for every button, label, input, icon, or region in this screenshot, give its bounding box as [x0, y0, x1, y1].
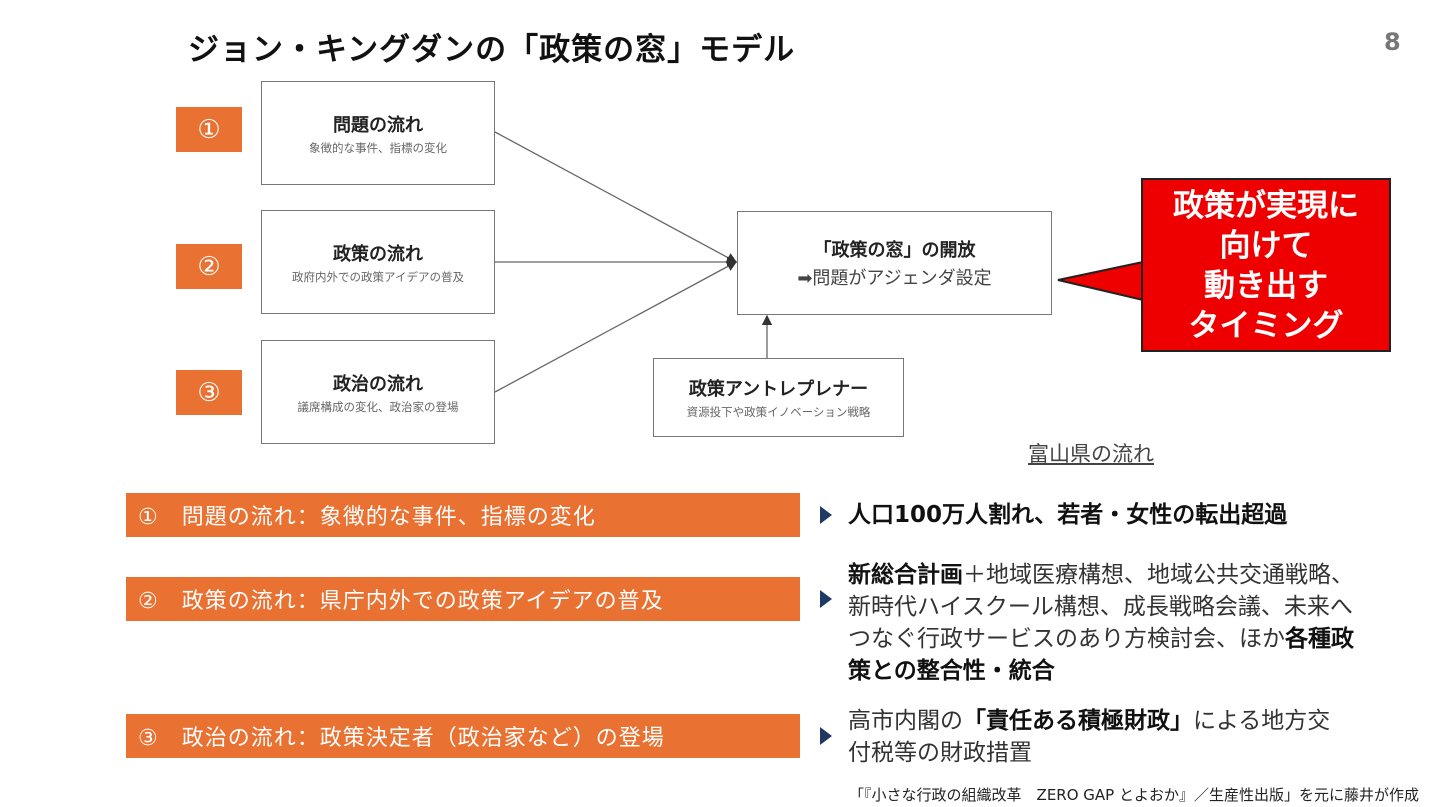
callout-line: タイミング — [1188, 308, 1344, 344]
bold-text: 新総合計画 — [848, 562, 963, 588]
callout-line: 向けて — [1219, 228, 1313, 264]
number-badge-3: ③ — [176, 370, 242, 415]
source-footer: 「『小さな行政の組織改革 ZERO GAP とよおか』／生産性出版」を元に藤井が… — [849, 786, 1419, 804]
triangle-bullet-icon — [820, 590, 832, 608]
box-title: 政策アントレプレナー — [688, 379, 869, 400]
text: 高市内閣の — [848, 708, 963, 734]
callout-pointer — [1057, 260, 1144, 302]
bar-politics: ③ 政治の流れ：政策決定者（政治家など）の登場 — [126, 714, 800, 758]
bold-text: 「責任ある積極財政」 — [963, 708, 1193, 734]
box-subtitle: 象徴的な事件、指標の変化 — [309, 140, 447, 155]
text: による地方交付税等の財政措置 — [848, 708, 1331, 766]
box-subtitle: ➡問題がアジェンダ設定 — [797, 268, 992, 289]
toyama-policy-text: 新総合計画＋地域医療構想、地域公共交通戦略、新時代ハイスクール構想、成長戦略会議… — [848, 559, 1373, 687]
policy-stream-box: 政策の流れ 政府内外での政策アイデアの普及 — [261, 210, 495, 314]
box-subtitle: 政府内外での政策アイデアの普及 — [292, 269, 464, 284]
slide-title: ジョン・キングダンの「政策の窓」モデル — [188, 32, 796, 68]
box-title: 政治の流れ — [333, 373, 423, 395]
arrow-politics — [494, 261, 738, 393]
bar-problem: ① 問題の流れ：象徴的な事件、指標の変化 — [126, 493, 800, 537]
box-title: 「政策の窓」の開放 — [813, 240, 976, 261]
toyama-heading: 富山県の流れ — [1028, 442, 1154, 466]
entrepreneur-box: 政策アントレプレナー 資源投下や政策イノベーション戦略 — [653, 358, 904, 437]
page-number: 8 — [1384, 28, 1401, 56]
arrow-problem — [494, 131, 738, 263]
problem-stream-box: 問題の流れ 象徴的な事件、指標の変化 — [261, 81, 495, 185]
box-title: 政策の流れ — [333, 243, 423, 265]
number-badge-1: ① — [176, 107, 242, 152]
box-title: 問題の流れ — [333, 114, 423, 136]
box-subtitle: 議席構成の変化、政治家の登場 — [297, 399, 459, 414]
callout-line: 動き出す — [1204, 268, 1328, 304]
triangle-bullet-icon — [820, 506, 832, 524]
text: ＋地域医療構想、地域公共交通戦略、新時代ハイスクール構想、成長戦略会議、未来へつ… — [848, 562, 1354, 652]
toyama-problem-text: 人口100万人割れ、若者・女性の転出超過 — [848, 502, 1288, 528]
box-subtitle: 資源投下や政策イノベーション戦略 — [686, 405, 871, 419]
bar-policy: ② 政策の流れ：県庁内外での政策アイデアの普及 — [126, 577, 800, 621]
politics-stream-box: 政治の流れ 議席構成の変化、政治家の登場 — [261, 340, 495, 444]
toyama-politics-text: 高市内閣の「責任ある積極財政」による地方交付税等の財政措置 — [848, 705, 1348, 769]
callout-line: 政策が実現に — [1173, 188, 1359, 224]
number-badge-2: ② — [176, 244, 242, 289]
policy-window-box: 「政策の窓」の開放 ➡問題がアジェンダ設定 — [737, 211, 1052, 315]
callout-timing: 政策が実現に 向けて 動き出す タイミング — [1141, 178, 1391, 352]
bold-text: 各種政策との整合性・統合 — [848, 626, 1354, 684]
triangle-bullet-icon — [820, 727, 832, 745]
